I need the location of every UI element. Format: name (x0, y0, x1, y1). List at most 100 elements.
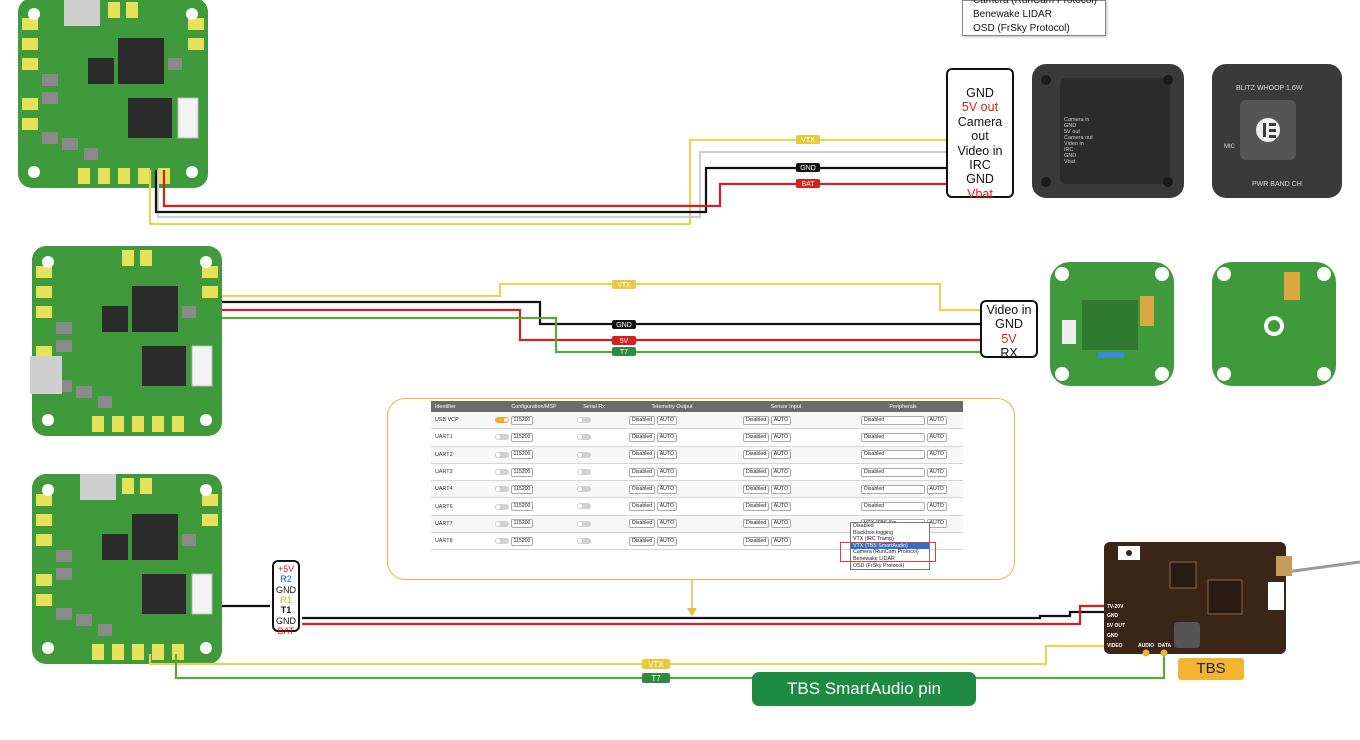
pin-label: BAT (277, 626, 295, 637)
baud-select[interactable]: 115200 (510, 502, 534, 512)
telemetry-select[interactable]: Disabled (629, 536, 656, 546)
port-identifier: UART7 (435, 520, 453, 527)
serial-rx-toggle[interactable] (577, 434, 591, 441)
msp-toggle[interactable] (495, 417, 509, 424)
telemetry-select[interactable]: Disabled (629, 519, 656, 529)
sensor-rate-select[interactable]: AUTO (770, 415, 792, 425)
sensor-select[interactable]: Disabled (743, 415, 770, 425)
msp-toggle[interactable] (495, 486, 509, 493)
baud-select[interactable]: 115200 (510, 536, 534, 546)
sensor-select[interactable]: Disabled (743, 432, 770, 442)
pin-label: Camera out (957, 114, 1003, 144)
serial-rx-toggle[interactable] (577, 503, 591, 510)
peripheral-rate-select[interactable]: AUTO (926, 432, 947, 442)
msp-toggle[interactable] (495, 538, 509, 545)
telemetry-select[interactable]: Disabled (629, 484, 656, 494)
baud-select[interactable]: 115200 (510, 467, 534, 477)
telemetry-rate-select[interactable]: AUTO (656, 467, 678, 477)
sensor-rate-select[interactable]: AUTO (770, 484, 792, 494)
telemetry-select[interactable]: Disabled (629, 502, 656, 512)
peripheral-select[interactable]: Disabled (861, 502, 925, 512)
sensor-rate-select[interactable]: AUTO (770, 450, 792, 460)
peripheral-rate-select[interactable]: AUTO (926, 467, 947, 477)
baud-select[interactable]: 115200 (510, 432, 534, 442)
msp-toggle[interactable] (495, 434, 509, 441)
msp-toggle[interactable] (495, 520, 509, 527)
baud-select[interactable]: 115200 (510, 519, 534, 529)
baud-select[interactable]: 115200 (510, 450, 534, 460)
sensor-select[interactable]: Disabled (743, 502, 770, 512)
peripheral-select[interactable]: Disabled (861, 415, 925, 425)
telemetry-rate-select[interactable]: AUTO (656, 432, 678, 442)
sensor-rate-select[interactable]: AUTO (770, 519, 792, 529)
peripheral-select[interactable]: Disabled (861, 450, 925, 460)
svg-text:IRC: IRC (1064, 147, 1074, 153)
pin-label: Video in (986, 303, 1032, 317)
peripheral-rate-select[interactable]: AUTO (926, 450, 947, 460)
sensor-rate-select[interactable]: AUTO (770, 502, 792, 512)
peripheral-select[interactable]: Disabled (861, 484, 925, 494)
serial-rx-toggle[interactable] (577, 468, 591, 475)
dropdown-option[interactable]: Benewake LIDAR (973, 9, 1052, 20)
section3-wire-tags: VTX T7 (642, 659, 670, 683)
serial-rx-toggle[interactable] (577, 486, 591, 493)
peripheral-option[interactable]: Disabled (853, 523, 874, 529)
peripheral-option[interactable]: Blackbox logging (853, 529, 894, 536)
panel-arrow-head (687, 608, 697, 616)
sensor-rate-select[interactable]: AUTO (770, 536, 792, 546)
sensor-select[interactable]: Disabled (743, 467, 770, 477)
msp-toggle[interactable] (495, 503, 509, 510)
peripheral-select[interactable]: Disabled (861, 432, 925, 442)
tag-5v-2: 5V (620, 338, 629, 345)
msp-toggle[interactable] (495, 469, 509, 476)
fc3-pin-labels: +5V R2 GND R1 T1 GND BAT (272, 560, 300, 636)
sensor-rate-select[interactable]: AUTO (770, 432, 792, 442)
serial-rx-toggle[interactable] (577, 416, 591, 423)
pin-label: +5V (277, 564, 295, 574)
telemetry-select[interactable]: Disabled (629, 467, 656, 477)
peripheral-rate-select[interactable]: AUTO (926, 484, 947, 494)
dropdown-option[interactable]: Camera (RunCam Protocol) (973, 0, 1097, 6)
sensor-select[interactable]: Disabled (743, 484, 770, 494)
peripheral-option[interactable]: VTX (IRC Tramp) (853, 536, 894, 543)
telemetry-select[interactable]: Disabled (629, 432, 656, 442)
telemetry-rate-select[interactable]: AUTO (656, 519, 678, 529)
sensor-select[interactable]: Disabled (743, 450, 770, 460)
tag-vtx-1: VTX (801, 137, 815, 144)
tag-gnd-1: GND (800, 165, 816, 172)
peripheral-rate-select[interactable]: AUTO (926, 415, 947, 425)
baud-select[interactable]: 115200 (510, 415, 534, 425)
msp-toggle[interactable] (495, 451, 509, 458)
telemetry-rate-select[interactable]: AUTO (656, 502, 678, 512)
peripheral-option[interactable]: OSD (FrSky Protocol) (853, 562, 905, 569)
tag-gnd-2: GND (616, 322, 632, 329)
port-identifier: UART4 (435, 486, 453, 493)
peripheral-rate-select[interactable]: AUTO (926, 502, 947, 512)
svg-text:7V-20V: 7V-20V (1107, 604, 1124, 610)
peripheral-option[interactable]: Camera (RunCam Protocol) (853, 549, 919, 556)
port-row: UART6 115200 Disabled AUTO Disabled AUTO… (431, 498, 963, 516)
peripheral-select[interactable]: Disabled (861, 467, 925, 477)
telemetry-rate-select[interactable]: AUTO (656, 450, 678, 460)
sensor-select[interactable]: Disabled (743, 519, 770, 529)
pin-label: 5V (1001, 331, 1017, 346)
flight-controller-2 (31, 245, 223, 437)
dropdown-option[interactable]: OSD (FrSky Protocol) (973, 23, 1070, 34)
peripheral-option[interactable]: VTX (TBS SmartAudio) (851, 542, 929, 550)
telemetry-select[interactable]: Disabled (629, 415, 656, 425)
serial-rx-toggle[interactable] (577, 538, 591, 545)
telemetry-rate-select[interactable]: AUTO (656, 536, 678, 546)
port-row: UART3 115200 Disabled AUTO Disabled AUTO… (431, 464, 963, 482)
peripheral-option[interactable]: Benewake LIDAR (853, 555, 895, 562)
sensor-select[interactable]: Disabled (743, 536, 770, 546)
telemetry-select[interactable]: Disabled (629, 450, 656, 460)
baud-select[interactable]: 115200 (510, 484, 534, 494)
serial-rx-toggle[interactable] (577, 451, 591, 458)
sensor-rate-select[interactable]: AUTO (770, 467, 792, 477)
tag-vtx-2: VTX (617, 282, 631, 289)
port-row: UART2 115200 Disabled AUTO Disabled AUTO… (431, 446, 963, 464)
telemetry-rate-select[interactable]: AUTO (656, 484, 678, 494)
serial-rx-toggle[interactable] (577, 520, 591, 527)
telemetry-rate-select[interactable]: AUTO (656, 415, 678, 425)
